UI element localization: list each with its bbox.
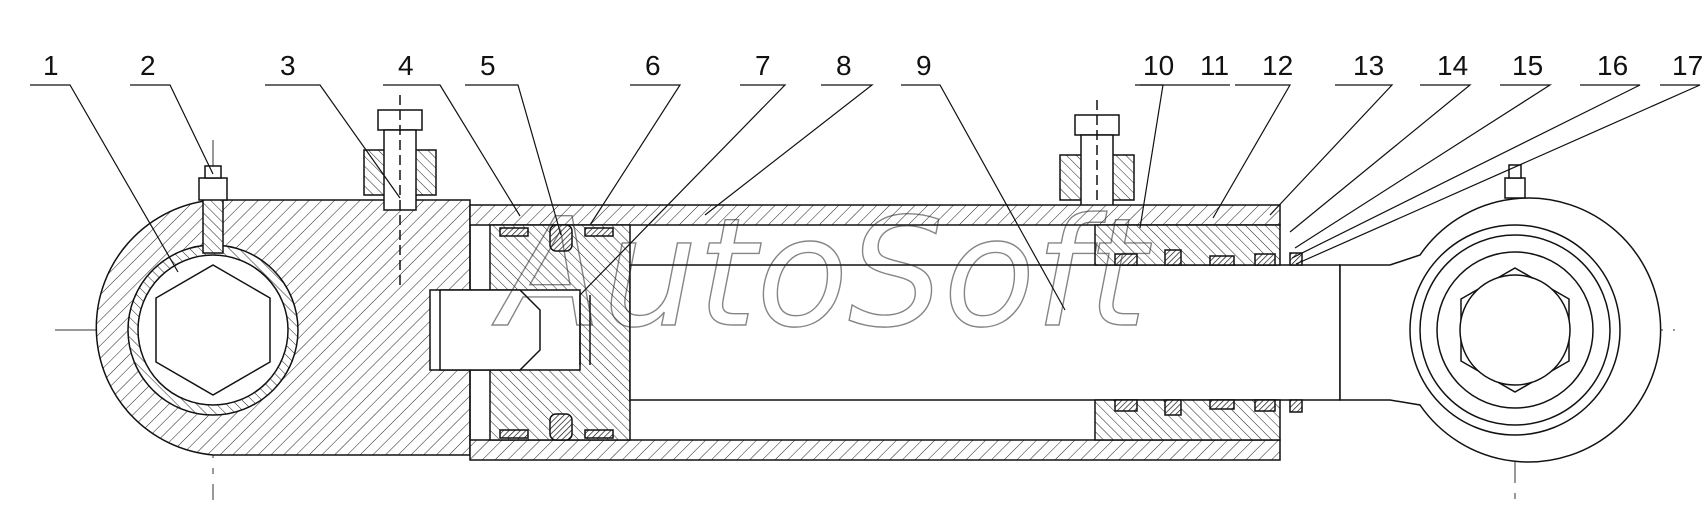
barrel [469,204,1281,461]
port-fitting-rear [363,95,437,290]
callout-4: 4 [398,50,414,81]
callout-14: 14 [1437,50,1468,81]
callout-16: 16 [1597,50,1628,81]
callout-7: 7 [755,50,771,81]
callout-13: 13 [1353,50,1384,81]
callout-17: 17 [1672,50,1703,81]
rod-eye [1339,164,1662,463]
piston [429,224,631,441]
callout-15: 15 [1512,50,1543,81]
piston-rod [629,264,1341,401]
callout-5: 5 [480,50,496,81]
callouts: 1 2 3 4 5 6 7 8 9 10 11 12 13 14 15 16 1… [43,50,1703,81]
callout-9: 9 [916,50,932,81]
callout-12: 12 [1262,50,1293,81]
watermark: AutoSoft [492,187,1152,361]
leader-lines [30,84,1701,311]
callout-10: 10 [1143,50,1174,81]
callout-6: 6 [645,50,661,81]
callout-8: 8 [836,50,852,81]
rear-clevis [95,165,471,456]
callout-2: 2 [140,50,156,81]
gland [1094,224,1303,441]
callout-11: 11 [1200,50,1229,81]
callout-3: 3 [280,50,296,81]
callout-1: 1 [43,50,59,81]
port-fitting-front [1059,100,1135,216]
